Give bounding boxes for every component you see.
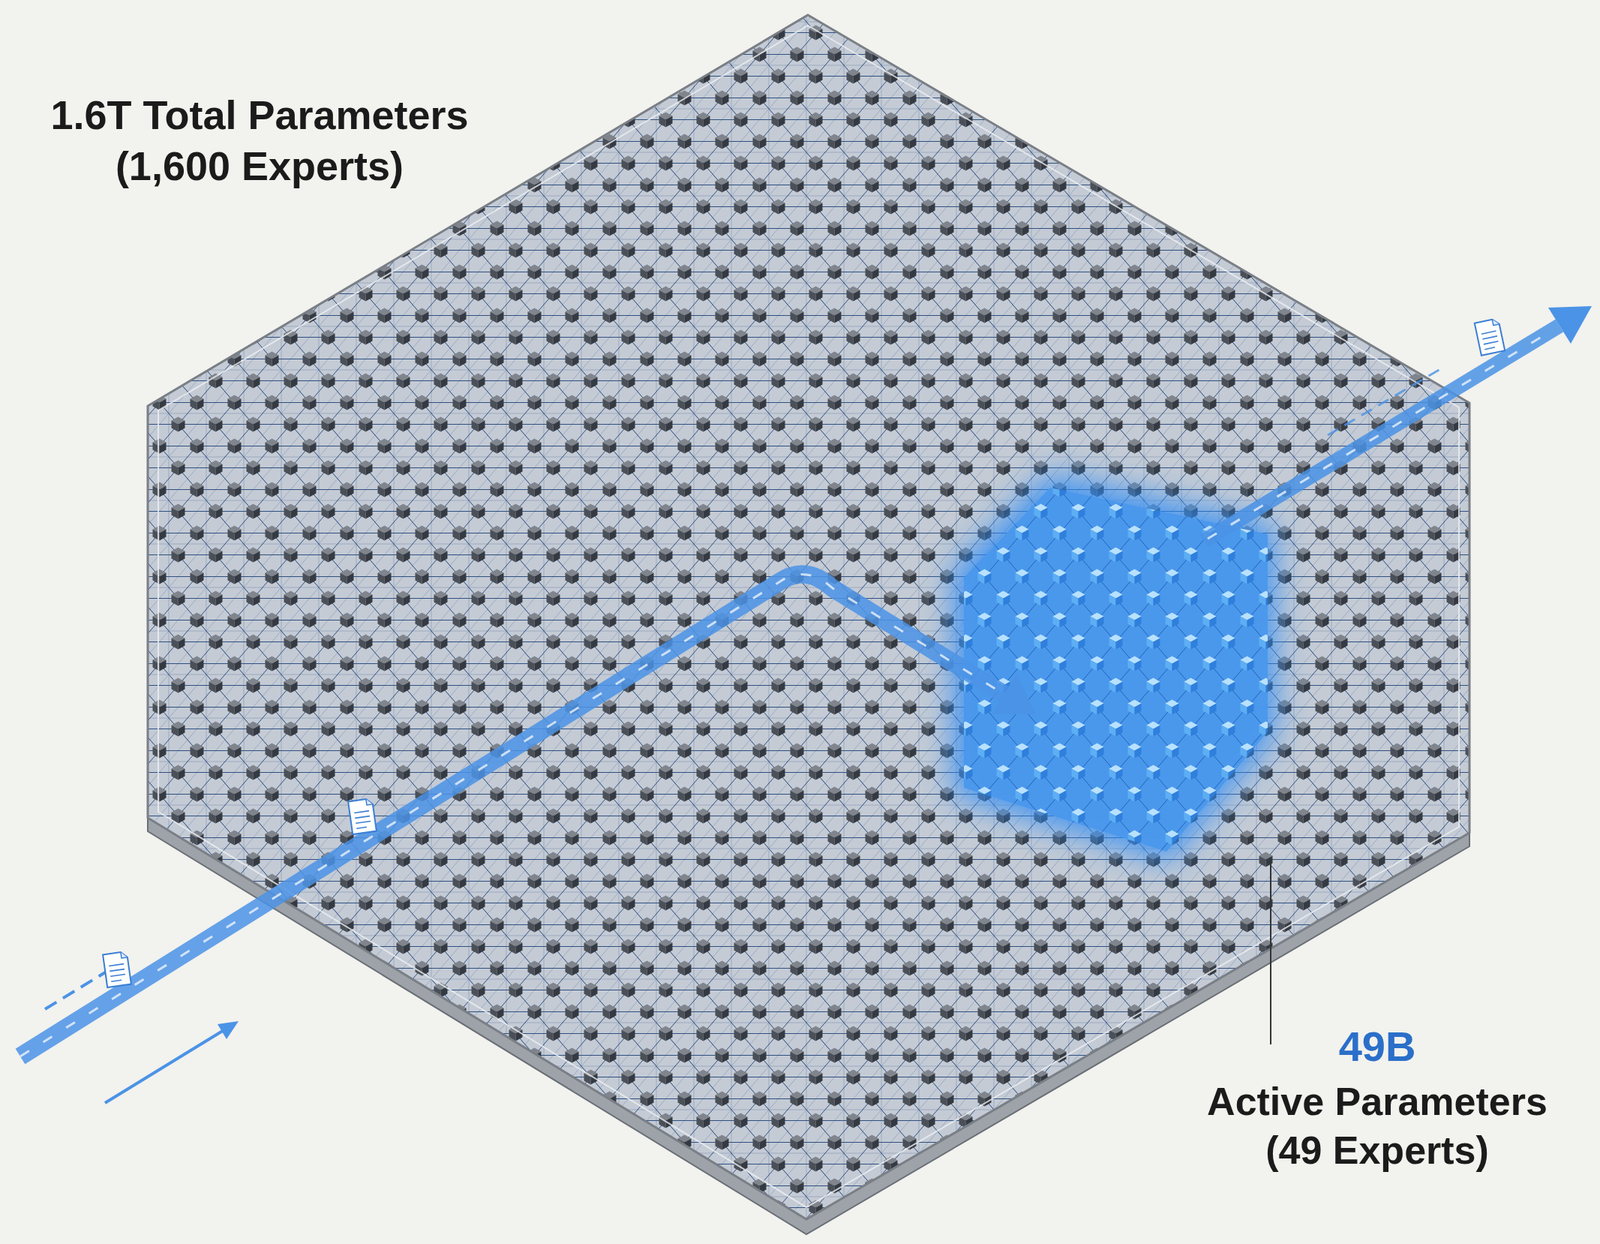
grid-inner-frame xyxy=(158,25,1459,1207)
input-flow xyxy=(20,573,1036,1103)
expert-grid xyxy=(147,15,1470,1219)
output-flow xyxy=(1203,306,1592,541)
leader-line xyxy=(1269,857,1272,1045)
total-parameters-label: 1.6T Total Parameters (1,600 Experts) xyxy=(4,90,515,192)
active-experts xyxy=(963,487,1268,852)
active-parameters-label: Active Parameters (49 Experts) xyxy=(1182,1077,1573,1175)
active-count-label: 49B xyxy=(1182,1020,1573,1073)
